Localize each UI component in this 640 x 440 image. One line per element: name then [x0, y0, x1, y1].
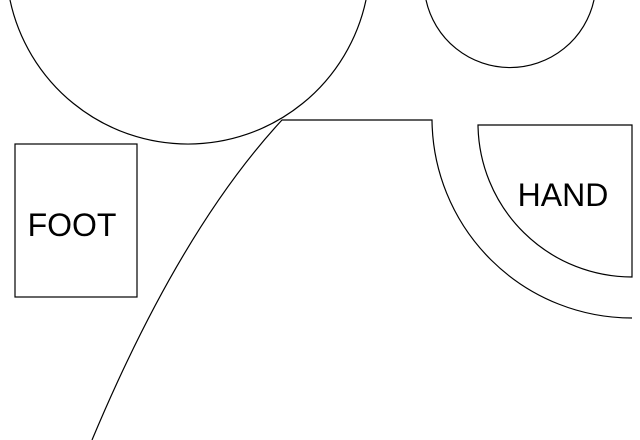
hand-label: HAND: [518, 177, 609, 213]
large-circle-piece: [9, 0, 367, 145]
hand-piece: HAND: [477, 124, 633, 278]
foot-rectangle: [14, 143, 138, 298]
small-circle-piece: [425, 0, 595, 69]
body-piece: [91, 119, 633, 440]
foot-piece: FOOT: [14, 143, 138, 298]
foot-label: FOOT: [28, 207, 117, 243]
hand-outline: [477, 124, 633, 278]
